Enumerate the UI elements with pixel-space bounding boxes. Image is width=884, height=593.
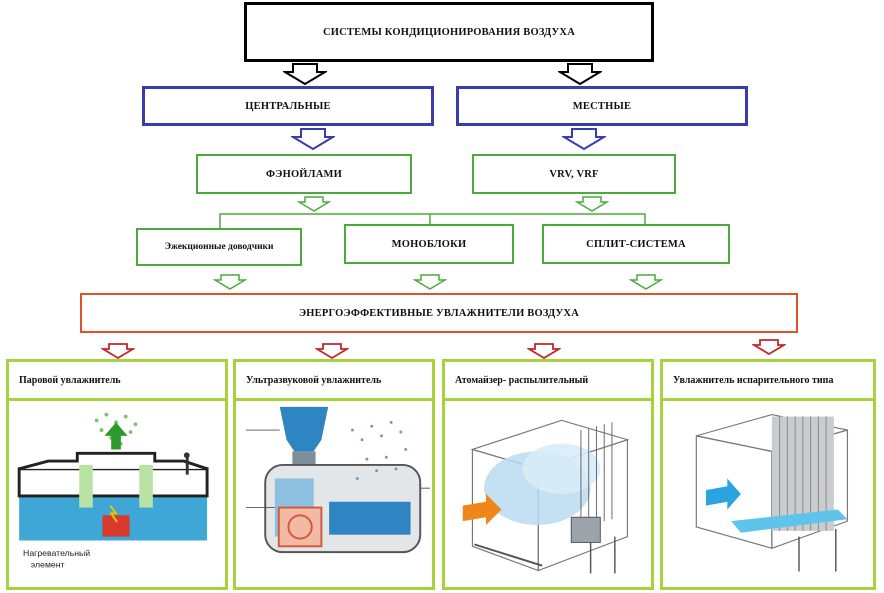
evaporative-icon	[695, 413, 849, 572]
monoblocks-box: МОНОБЛОКИ	[344, 224, 514, 264]
atomizer-title: Атомайзер- распылительный	[442, 359, 654, 401]
evaporative-humidifier-title: Увлажнитель испарительного типа	[660, 359, 876, 401]
ultrasonic-humidifier-title: Ультразвуковой увлажнитель	[233, 359, 435, 401]
svg-text:элемент: элемент	[31, 560, 65, 570]
arrow-down-icon	[315, 343, 349, 359]
arrow-down-icon	[213, 274, 247, 290]
heating-element-caption: Нагревательный	[23, 548, 90, 558]
split-system-box: СПЛИТ-СИСТЕМА	[542, 224, 730, 264]
evaporative-humidifier-title-text: Увлажнитель испарительного типа	[673, 374, 834, 386]
central-systems-box: ЦЕНТРАЛЬНЫЕ	[142, 86, 434, 126]
arrow-down-icon	[629, 274, 663, 290]
arrow-down-icon	[527, 343, 561, 359]
humidifiers-label: ЭНЕРГОЭФФЕКТИВНЫЕ УВЛАЖНИТЕЛИ ВОЗДУХА	[298, 307, 579, 319]
vrv-vrf-label: VRV, VRF	[549, 168, 599, 180]
local-systems-box: МЕСТНЫЕ	[456, 86, 748, 126]
monoblocks-label: МОНОБЛОКИ	[391, 238, 467, 250]
ejection-closers-box: Эжекционные доводчики	[136, 228, 302, 266]
local-systems-label: МЕСТНЫЕ	[572, 100, 632, 112]
arrow-down-icon	[101, 343, 135, 359]
steam-humidifier-title: Паровой увлажнитель	[6, 359, 228, 401]
steam-humidifier-icon: Нагревательный элемент	[17, 412, 209, 570]
steam-humidifier-illustration: Нагревательный элемент	[6, 398, 228, 590]
arrow-down-icon	[283, 63, 327, 85]
arrow-down-icon	[291, 128, 335, 150]
ultrasonic-humidifier-icon	[245, 406, 430, 554]
arrow-down-icon	[297, 196, 331, 212]
ultrasonic-humidifier-illustration	[233, 398, 435, 590]
arrow-down-icon	[558, 63, 602, 85]
arrow-down-icon	[575, 196, 609, 212]
arrow-down-icon	[413, 274, 447, 290]
arrow-down-icon	[752, 339, 786, 355]
atomizer-title-text: Атомайзер- распылительный	[455, 374, 589, 386]
ejection-closers-label: Эжекционные доводчики	[164, 242, 274, 252]
diagram-title: СИСТЕМЫ КОНДИЦИОНИРОВАНИЯ ВОЗДУХА	[244, 2, 654, 62]
ultrasonic-humidifier-title-text: Ультразвуковой увлажнитель	[246, 374, 382, 386]
arrow-down-icon	[562, 128, 606, 150]
atomizer-icon	[462, 419, 630, 574]
evaporative-humidifier-illustration	[660, 398, 876, 590]
fan-coil-label: ФЭНОЙЛАМИ	[266, 168, 342, 180]
atomizer-illustration	[442, 398, 654, 590]
vrv-vrf-box: VRV, VRF	[472, 154, 676, 194]
humidifiers-box: ЭНЕРГОЭФФЕКТИВНЫЕ УВЛАЖНИТЕЛИ ВОЗДУХА	[80, 293, 798, 333]
steam-humidifier-title-text: Паровой увлажнитель	[19, 374, 121, 386]
central-systems-label: ЦЕНТРАЛЬНЫЕ	[245, 100, 331, 112]
fan-coil-box: ФЭНОЙЛАМИ	[196, 154, 412, 194]
split-system-label: СПЛИТ-СИСТЕМА	[586, 238, 686, 250]
diagram-title-text: СИСТЕМЫ КОНДИЦИОНИРОВАНИЯ ВОЗДУХА	[323, 26, 575, 38]
